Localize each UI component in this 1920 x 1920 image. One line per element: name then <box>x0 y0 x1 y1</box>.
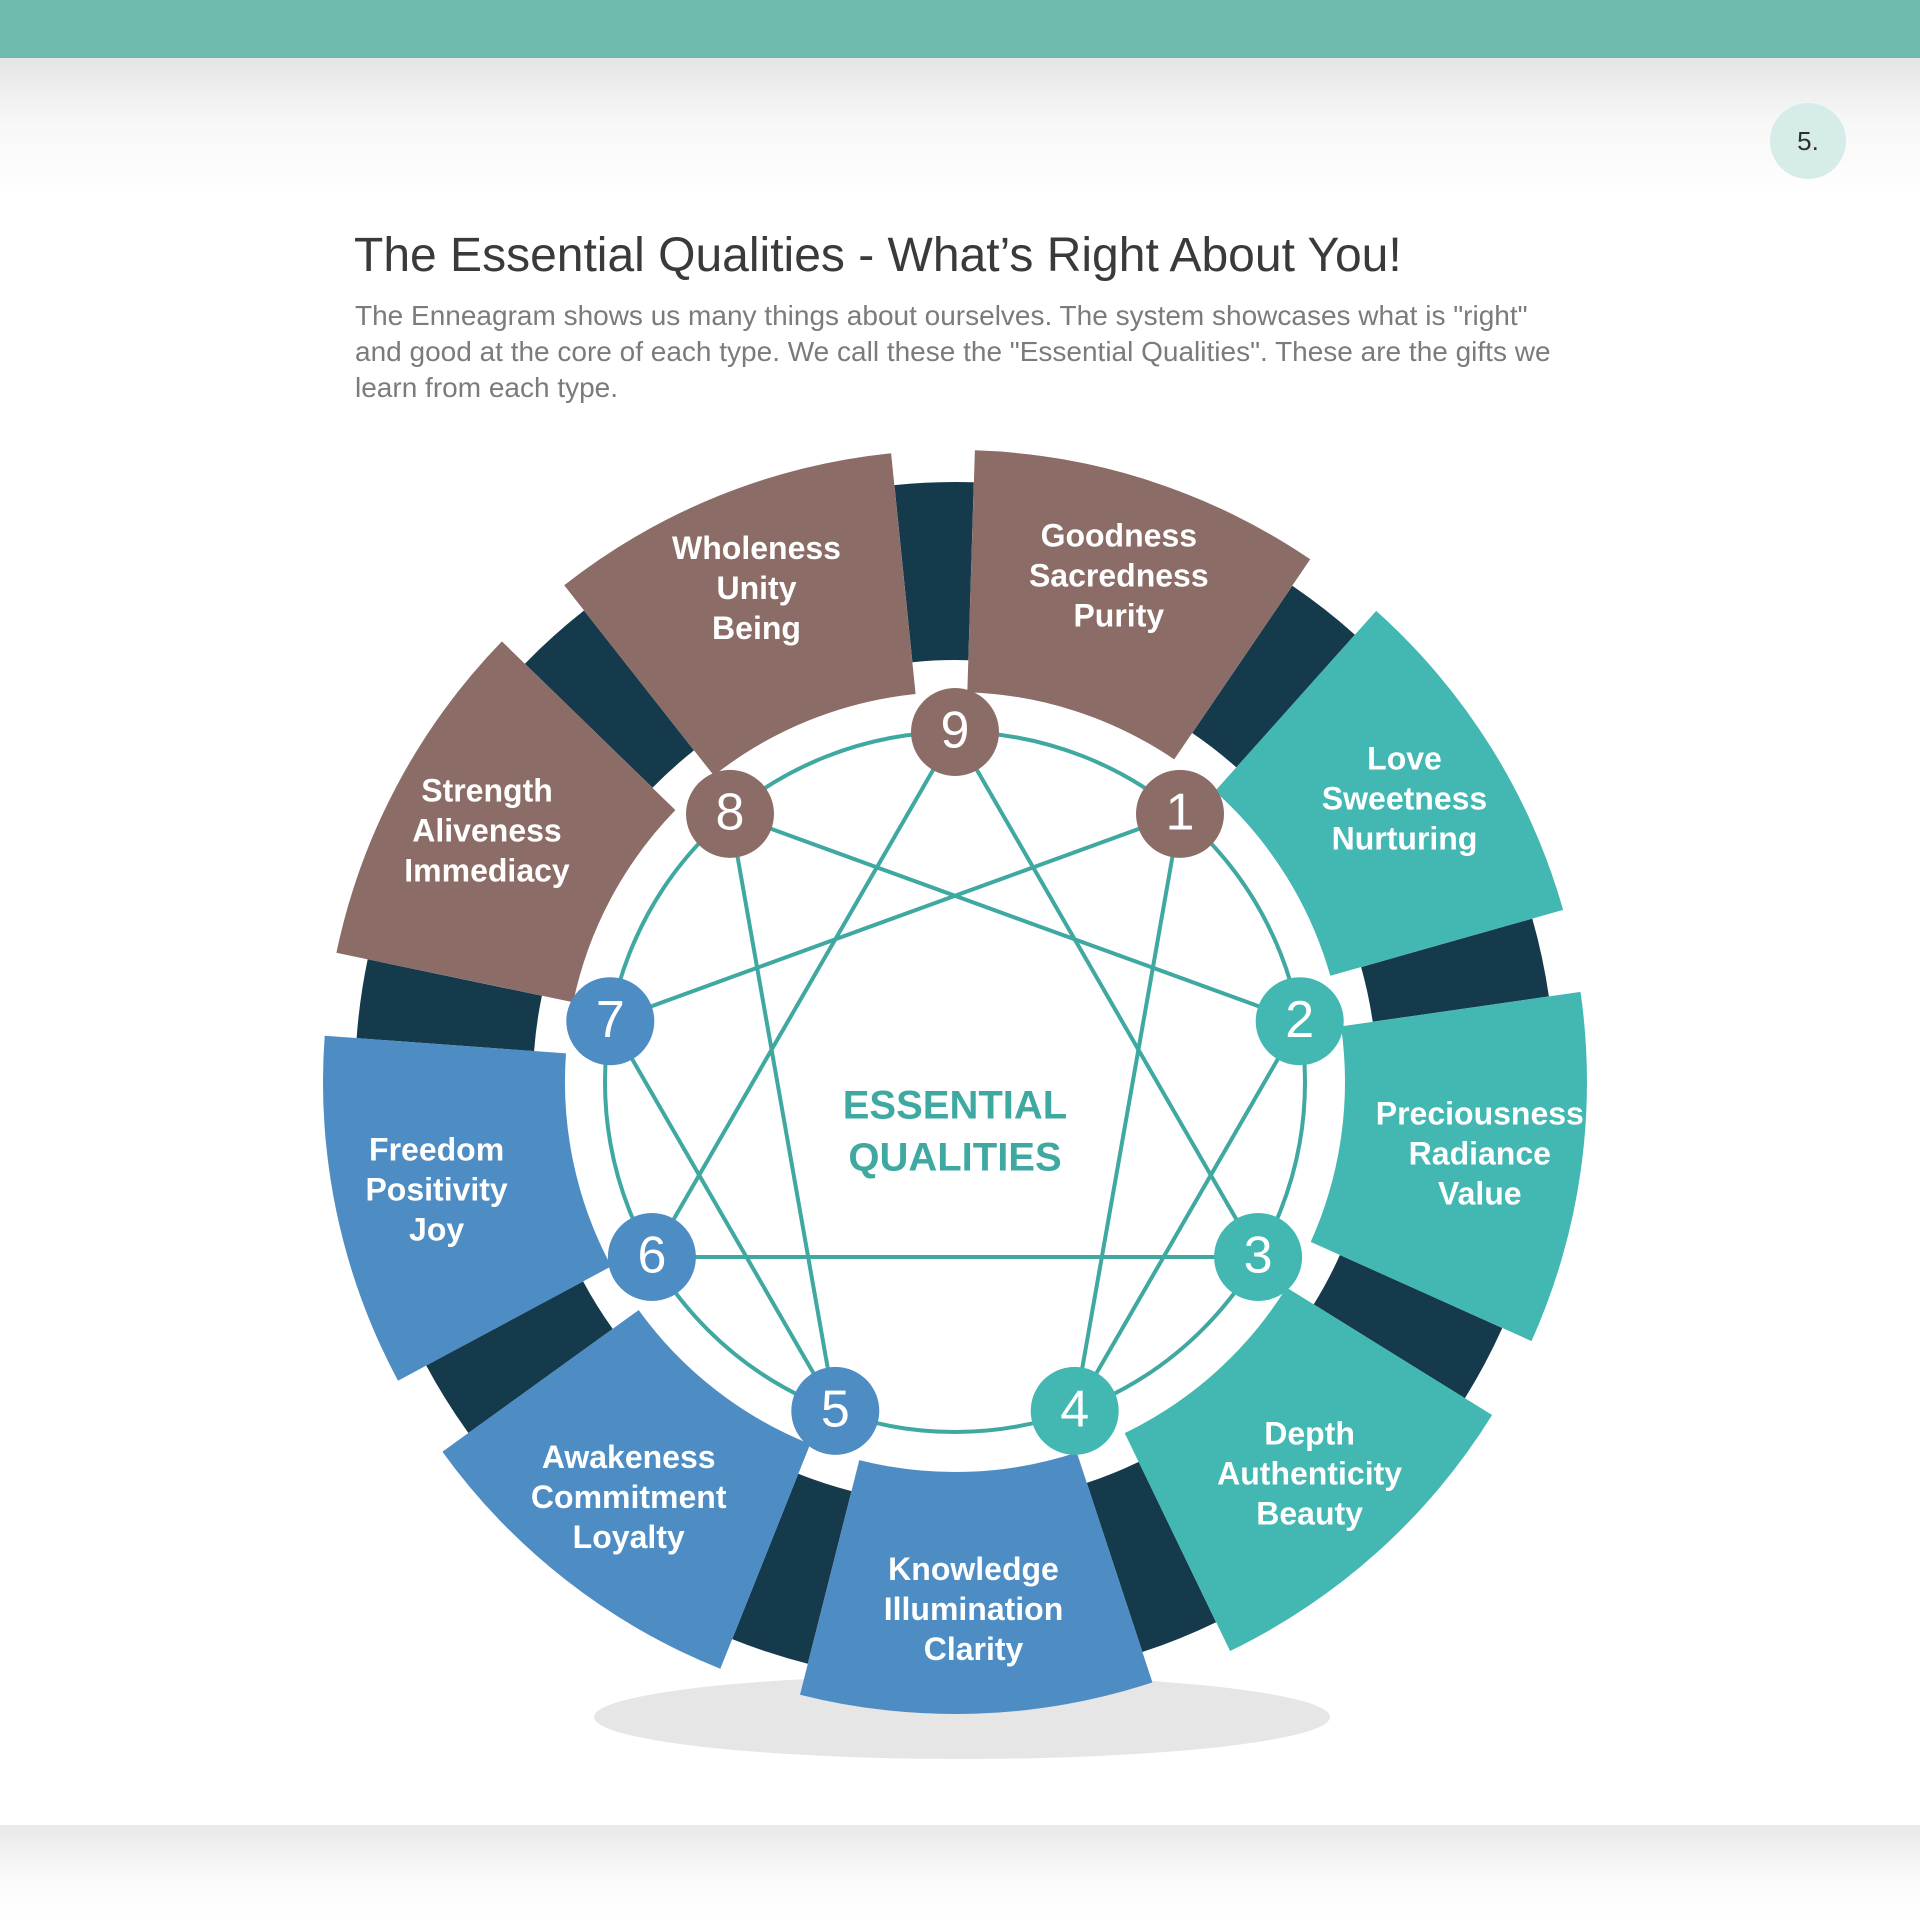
connection-line-7-1 <box>609 812 1181 1024</box>
segment-type-2 <box>1214 610 1564 976</box>
quality-label-8-1: Strength <box>421 773 553 809</box>
quality-label-8-2: Aliveness <box>412 813 561 849</box>
quality-label-1-1: Goodness <box>1041 517 1197 553</box>
quality-segments: GoodnessSacrednessPurityLoveSweetnessNur… <box>322 450 1587 1715</box>
segment-connector <box>1313 1255 1503 1399</box>
segment-type-5 <box>800 1452 1153 1715</box>
header-bar <box>0 0 1920 58</box>
quality-label-2-2: Sweetness <box>1322 781 1487 817</box>
type-number-8: 8 <box>716 784 745 842</box>
quality-label-2-3: Nurturing <box>1332 821 1478 857</box>
type-number-9: 9 <box>941 702 970 760</box>
type-number-3: 3 <box>1244 1227 1273 1285</box>
connection-line-5-7 <box>608 1020 838 1412</box>
segment-connector <box>894 482 974 663</box>
center-label-line-2: QUALITIES <box>848 1136 1061 1180</box>
type-node-3 <box>1214 1213 1303 1301</box>
segment-type-3 <box>1310 991 1587 1342</box>
type-number-1: 1 <box>1166 784 1195 842</box>
type-node-6 <box>607 1213 696 1301</box>
segment-connector <box>356 959 542 1052</box>
quality-label-6-1: Awakeness <box>542 1439 716 1475</box>
connection-line-4-2 <box>1072 1020 1302 1412</box>
quality-label-6-2: Commitment <box>531 1479 727 1515</box>
quality-label-3-3: Value <box>1438 1175 1522 1211</box>
type-number-6: 6 <box>637 1227 666 1285</box>
quality-label-5-3: Clarity <box>924 1631 1024 1667</box>
enneagram-lines <box>608 731 1302 1412</box>
center-label-line-1: ESSENTIAL <box>843 1084 1067 1128</box>
quality-label-3-2: Radiance <box>1409 1135 1551 1171</box>
type-node-4 <box>1030 1366 1119 1455</box>
segment-type-7 <box>322 1035 612 1381</box>
quality-label-6-3: Loyalty <box>573 1519 685 1555</box>
segment-type-9 <box>564 453 916 776</box>
type-nodes: 1 2 3 4 5 6 7 8 9 <box>566 688 1344 1455</box>
segment-connector <box>1086 1461 1217 1652</box>
quality-label-7-1: Freedom <box>369 1132 504 1168</box>
type-node-7 <box>566 977 655 1066</box>
quality-label-9-1: Wholeness <box>672 530 841 566</box>
connection-line-1-4 <box>1072 813 1182 1412</box>
segment-connector <box>732 1473 852 1664</box>
quality-label-5-1: Knowledge <box>888 1551 1059 1587</box>
quality-label-7-2: Positivity <box>365 1172 507 1208</box>
segment-type-8 <box>336 641 676 1003</box>
type-number-7: 7 <box>596 991 625 1049</box>
segment-type-6 <box>442 1310 811 1669</box>
segment-connector <box>1192 585 1355 768</box>
page-number-badge: 5. <box>1770 103 1846 179</box>
quality-label-7-3: Joy <box>409 1212 464 1248</box>
quality-label-1-3: Purity <box>1073 597 1164 633</box>
quality-label-9-3: Being <box>712 610 801 646</box>
quality-label-8-3: Immediacy <box>404 853 570 889</box>
header-shadow <box>0 58 1920 198</box>
type-node-8 <box>686 769 774 858</box>
type-number-4: 4 <box>1060 1381 1089 1439</box>
quality-label-1-2: Sacredness <box>1029 557 1209 593</box>
segment-connector <box>426 1281 613 1433</box>
segment-connector <box>524 610 694 788</box>
quality-label-4-2: Authenticity <box>1217 1455 1402 1491</box>
diagram-floor-shadow <box>594 1675 1330 1759</box>
type-node-5 <box>791 1366 880 1455</box>
footer-shadow <box>0 1825 1920 1920</box>
quality-label-5-2: Illumination <box>884 1591 1064 1627</box>
quality-label-9-2: Unity <box>717 570 797 606</box>
quality-label-4-3: Beauty <box>1256 1495 1363 1531</box>
type-node-9 <box>911 688 999 776</box>
quality-label-3-1: Preciousness <box>1376 1095 1584 1131</box>
type-node-1 <box>1136 769 1224 858</box>
type-number-5: 5 <box>821 1381 850 1439</box>
segment-type-1 <box>967 450 1311 760</box>
quality-label-2-1: Love <box>1367 741 1442 777</box>
intro-paragraph: The Enneagram shows us many things about… <box>355 300 1551 403</box>
segment-type-4 <box>1124 1287 1493 1651</box>
page-title: The Essential Qualities - What’s Right A… <box>354 229 1402 282</box>
connection-line-2-8 <box>729 812 1301 1024</box>
connection-line-6-9 <box>650 731 957 1258</box>
type-number-2: 2 <box>1285 991 1314 1049</box>
segment-connector <box>1361 918 1549 1022</box>
quality-label-4-1: Depth <box>1264 1415 1355 1451</box>
connection-line-9-3 <box>953 731 1260 1258</box>
type-node-2 <box>1255 977 1344 1066</box>
connection-line-8-5 <box>728 813 838 1412</box>
